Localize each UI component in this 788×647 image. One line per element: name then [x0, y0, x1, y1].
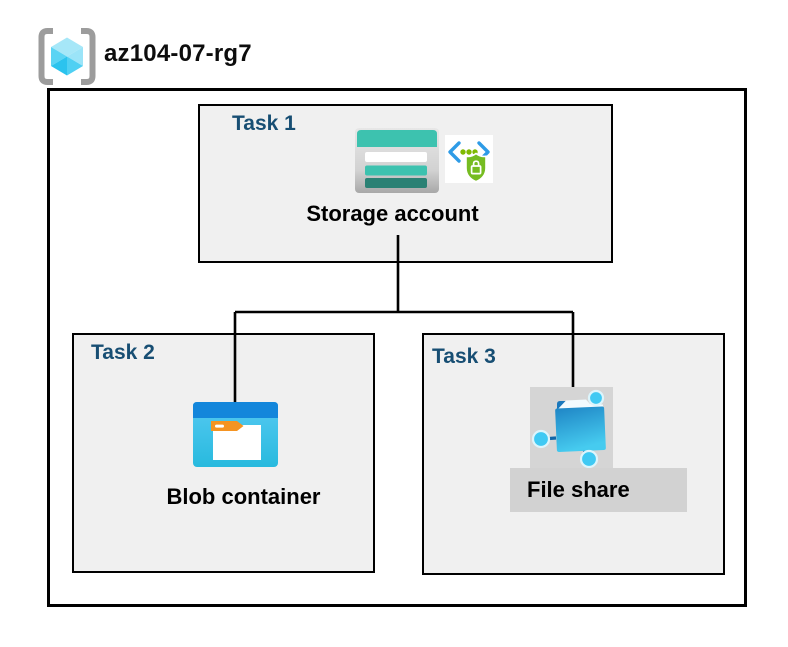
- task3-label: Task 3: [432, 345, 496, 368]
- task3-box: Task 3: [422, 333, 725, 575]
- file-share-icon-backdrop: [530, 387, 613, 468]
- task1-label: Task 1: [232, 112, 296, 135]
- task2-label: Task 2: [91, 341, 155, 364]
- file-share-label-backdrop: File share: [510, 468, 687, 512]
- sas-shield-lock-icon: [445, 135, 493, 183]
- task1-box: Task 1: [198, 104, 613, 263]
- resource-group-icon: [38, 28, 96, 85]
- file-share-label: File share: [527, 477, 630, 502]
- resource-group-box: Task 1: [47, 88, 747, 607]
- task2-box: Task 2 Blob container: [72, 333, 375, 573]
- storage-account-label: Storage account: [306, 201, 479, 226]
- file-share-icon: [531, 389, 606, 468]
- storage-account-icon: [355, 128, 439, 193]
- blob-container-icon: [193, 402, 278, 467]
- resource-group-title: az104-07-rg7: [104, 40, 252, 67]
- blob-container-label: Blob container: [166, 484, 321, 509]
